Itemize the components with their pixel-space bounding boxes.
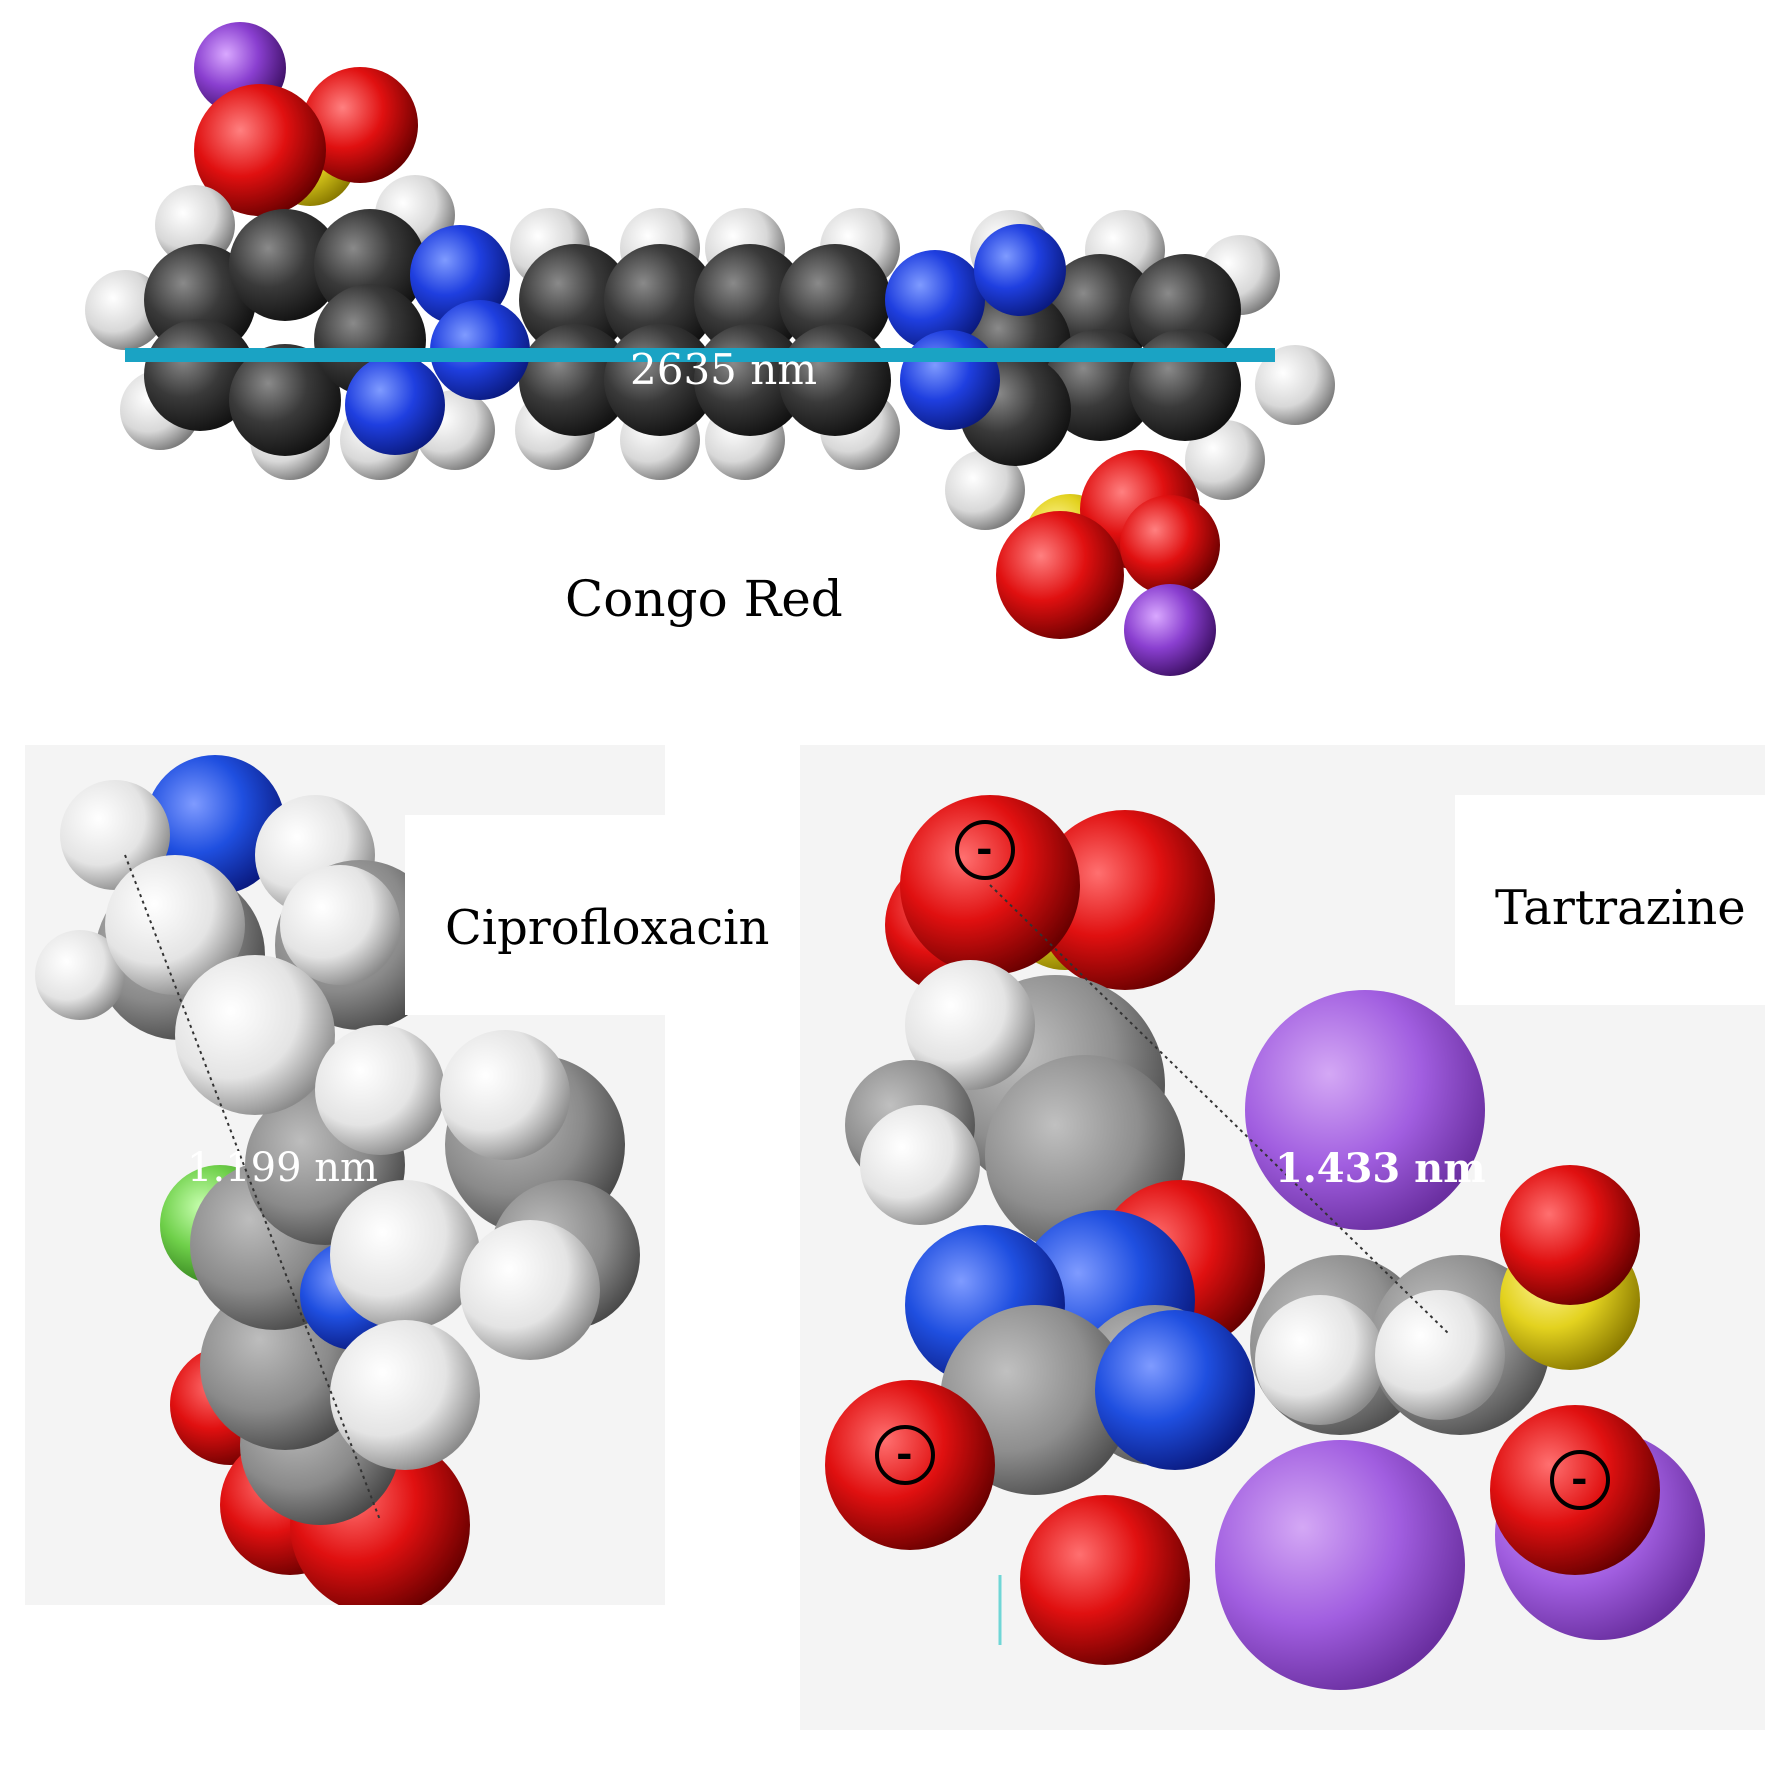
- tartrazine-model: [825, 795, 1705, 1690]
- tartrazine-length-label: 1.433 nm: [1275, 1145, 1486, 1192]
- tartrazine-name-box: [1455, 795, 1765, 1005]
- tartrazine-atoms: [825, 795, 1705, 1690]
- congo-red-model: [85, 22, 1335, 676]
- ciprofloxacin-panel: 1.199 nm Ciprofloxacin: [25, 745, 769, 1605]
- ciprofloxacin-name-box: [405, 815, 695, 1015]
- charge-symbol-top: -: [976, 825, 993, 872]
- ciprofloxacin-atoms: [35, 755, 640, 1605]
- congo-red-name: Congo Red: [565, 570, 843, 628]
- charge-symbol-left: -: [896, 1430, 913, 1477]
- tartrazine-panel: - - - 1.433 nm Tartrazine: [800, 745, 1765, 1730]
- charge-marker-top: [955, 820, 1015, 880]
- charge-symbol-right: -: [1571, 1455, 1588, 1502]
- congo-red-panel: 2635 nm Congo Red: [0, 0, 1792, 720]
- ciprofloxacin-model: [35, 755, 640, 1605]
- ciprofloxacin-name: Ciprofloxacin: [445, 900, 770, 956]
- congo-red-length-label: 2635 nm: [630, 345, 818, 394]
- tartrazine-measure-line: [989, 884, 1451, 1336]
- tartrazine-charge-markers: [875, 820, 1610, 1510]
- congo-red-left-sulfonate: [194, 22, 418, 216]
- charge-marker-left: [875, 1425, 935, 1485]
- ciprofloxacin-length-label: 1.199 nm: [187, 1145, 378, 1191]
- charge-marker-right: [1550, 1450, 1610, 1510]
- tartrazine-name: Tartrazine: [1495, 880, 1746, 936]
- congo-red-right-sulfonate: [996, 450, 1220, 676]
